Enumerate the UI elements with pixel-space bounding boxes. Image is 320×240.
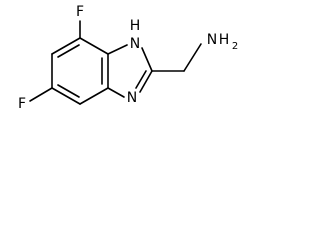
nh-h-label: H xyxy=(130,18,141,34)
nh-n-label: N xyxy=(130,36,140,52)
amine-subscript-label: 2 xyxy=(232,41,238,52)
double-bond-c7-c6-inner xyxy=(57,44,80,58)
amine-h-label: H xyxy=(219,32,230,48)
double-bond-c2-n3-inner xyxy=(135,70,147,89)
fluorine-left-label: F xyxy=(18,96,26,112)
amine-n-label: N xyxy=(207,32,217,48)
bond-ch2-n xyxy=(183,43,202,72)
bond-c4-c5 xyxy=(51,87,81,105)
bond-c3a-c4 xyxy=(79,87,109,105)
bond-n3-c3a xyxy=(107,87,125,98)
bond-c7a-n1 xyxy=(107,44,128,55)
fluorine-top-label: F xyxy=(76,4,84,20)
bond-c5-f xyxy=(29,87,53,102)
bond-n1-c2 xyxy=(141,47,153,72)
molecule-structure: F F H N N N H 2 xyxy=(18,4,238,112)
bond-c7-c7a xyxy=(79,37,109,55)
imine-n-label: N xyxy=(127,90,137,106)
bond-c6-c7 xyxy=(51,37,81,55)
bond-c2-n3 xyxy=(139,70,153,93)
double-bond-c5-c4-inner xyxy=(57,84,80,98)
